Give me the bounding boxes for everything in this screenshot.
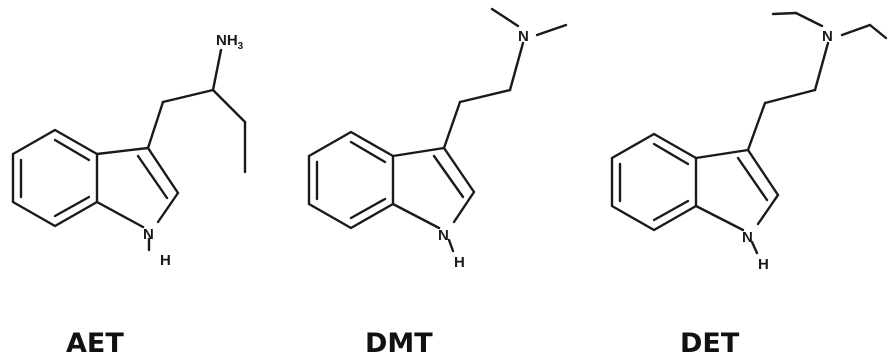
indole-core-det	[610, 132, 780, 255]
ring-h-label-dmt: H	[454, 254, 465, 271]
ring-n-label-aet: N	[143, 226, 154, 243]
side-chain-aet	[146, 48, 247, 174]
caption-dmt: DMT	[365, 328, 433, 359]
amine-label-dmt: N	[518, 28, 529, 45]
indole-core-aet	[11, 128, 180, 252]
structure-dmt: N N H DMT	[307, 7, 568, 359]
structure-aet: NH3 N H AET	[11, 32, 247, 359]
ring-n-label-det: N	[742, 229, 753, 246]
caption-det: DET	[680, 328, 740, 359]
ring-h-label-aet: H	[160, 252, 171, 269]
ring-n-label-dmt: N	[438, 227, 449, 244]
amine-label-aet: NH3	[216, 32, 244, 52]
indole-core-dmt	[307, 130, 476, 253]
side-chain-dmt	[442, 7, 568, 150]
caption-aet: AET	[66, 328, 124, 359]
ring-h-label-det: H	[758, 256, 769, 273]
amine-label-det: N	[822, 28, 833, 45]
structure-det: N N H DET	[610, 11, 888, 359]
side-chain-det	[746, 11, 888, 152]
